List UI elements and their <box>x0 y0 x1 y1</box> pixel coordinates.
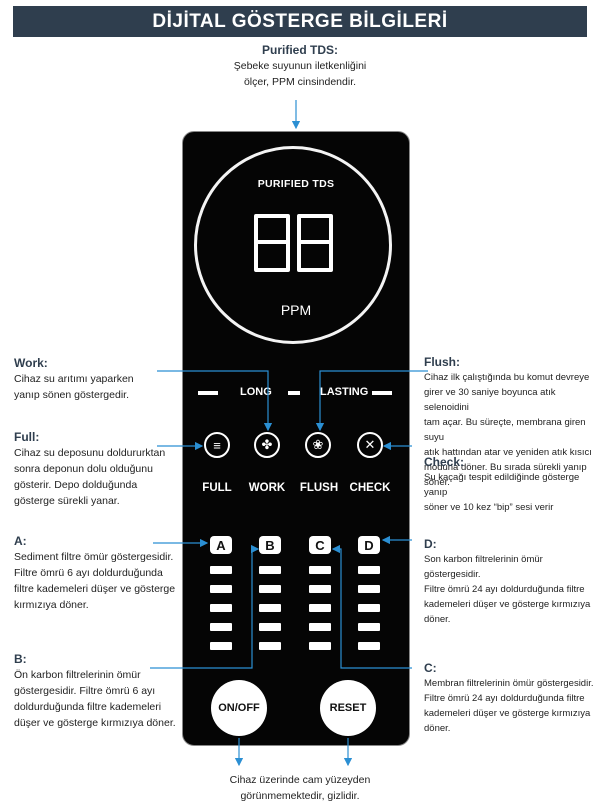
annotation-line: filtre kademeleri düşer ve gösterge <box>14 583 176 595</box>
ppm-unit-label: PPM <box>280 302 312 318</box>
purified-tds-heading: Purified TDS: <box>261 43 338 57</box>
filter-level-segment <box>358 566 380 574</box>
filter-level-segment <box>309 642 331 650</box>
annotation-line: Son karbon filtrelerinin ömür göstergesi… <box>424 554 543 580</box>
filter-d-label: D <box>358 536 380 554</box>
filter-level-segment <box>210 604 232 612</box>
purified-tds-label: PURIFIED TDS <box>257 178 335 190</box>
filter-a-label: A <box>210 536 232 554</box>
d-heading: D: <box>424 537 437 551</box>
long-label: LONG <box>240 386 272 398</box>
annotation-line: Su kaçağı tespit edildiğinde gösterge ya… <box>424 472 580 498</box>
filter-d-annotation: D: Son karbon filtrelerinin ömür gösterg… <box>424 537 600 627</box>
filter-level-segment <box>210 642 232 650</box>
filter-level-segment <box>358 585 380 593</box>
annotation-line: Filtre ömrü 24 ayı doldurduğunda filtre <box>424 693 585 704</box>
check-label: CHECK <box>349 482 391 494</box>
filter-level-segment <box>259 585 281 593</box>
filter-level-segment <box>309 585 331 593</box>
full-label: FULL <box>202 482 232 494</box>
b-heading: B: <box>14 652 27 666</box>
annotation-line: atık hattından atar ve yeniden atık kısı… <box>424 447 592 458</box>
filter-level-segment <box>259 604 281 612</box>
annotation-line: moduna döner. Bu sırada sürekli yanıp sö… <box>424 462 587 488</box>
bottom-annotation: Cihaz üzerinde cam yüzeyden görünmemekte… <box>180 772 420 804</box>
annotation-line: kademeleri düşer ve gösterge kırmızıya d… <box>424 708 591 734</box>
annotation-line: doldurduğunda filtre kademeleri <box>14 701 162 713</box>
work-fan-icon: ✤ <box>254 432 280 458</box>
filter-level-segment <box>309 623 331 631</box>
filter-c-label: C <box>309 536 331 554</box>
filter-level-segment <box>309 566 331 574</box>
flush-annotation: Flush: Cihaz ilk çalıştığında bu komut d… <box>424 355 600 490</box>
check-heading: Check: <box>424 455 465 469</box>
check-wrench-icon: ✕ <box>357 432 383 458</box>
on-off-button[interactable]: ON/OFF <box>211 680 267 736</box>
annotation-line: söner ve 10 kez “bip” sesi verir <box>424 502 554 513</box>
flush-icon: ❀ <box>305 432 331 458</box>
filter-c-annotation: C: Membran filtrelerinin ömür göstergesi… <box>424 661 600 736</box>
annotation-line: gösterir. Depo dolduğunda <box>14 479 138 491</box>
annotation-line: Cihaz su deposunu doldururktan <box>14 447 166 459</box>
filter-level-segment <box>259 623 281 631</box>
annotation-line: Şebeke suyunun iletkenliğini <box>233 60 367 72</box>
annotation-line: Cihaz su arıtımı yaparken <box>14 373 134 385</box>
annotation-line: Sediment filtre ömür göstergesidir. <box>14 551 174 563</box>
annotation-line: Cihaz ilk çalıştığında bu komut devreye <box>424 372 590 383</box>
check-annotation: Check: Su kaçağı tespit edildiğinde göst… <box>424 455 600 515</box>
filter-a-annotation: A: Sediment filtre ömür göstergesidir. F… <box>14 533 184 613</box>
annotation-line: düşer ve gösterge kırmızıya döner. <box>14 717 176 729</box>
filter-level-segment <box>358 604 380 612</box>
lasting-label: LASTING <box>320 386 369 398</box>
filter-level-segment <box>210 623 232 631</box>
annotation-line: Ön karbon filtrelerinin ömür <box>14 669 141 681</box>
annotation-line: Filtre ömrü 24 ayı doldurduğunda filtre <box>424 584 585 595</box>
filter-level-segment <box>210 566 232 574</box>
a-heading: A: <box>14 534 27 548</box>
c-heading: C: <box>424 661 437 675</box>
filter-level-segment <box>358 642 380 650</box>
annotation-line: kırmızıya döner. <box>14 599 89 611</box>
work-label: WORK <box>248 482 286 494</box>
annotation-line: göstergesidir. Filtre ömrü 6 ayı <box>14 685 156 697</box>
filter-level-segment <box>259 642 281 650</box>
annotation-line: tam açar. Bu süreçte, membrana giren suy… <box>424 417 586 443</box>
annotation-line: ölçer, PPM cinsindendir. <box>243 76 357 88</box>
flush-heading: Flush: <box>424 355 460 369</box>
reset-button[interactable]: RESET <box>320 680 376 736</box>
filter-b-annotation: B: Ön karbon filtrelerinin ömür gösterge… <box>14 651 184 731</box>
full-annotation: Full: Cihaz su deposunu doldururktan son… <box>14 429 174 509</box>
annotation-line: Filtre ömrü 6 ayı doldurduğunda <box>14 567 163 579</box>
annotation-line: yanıp sönen göstergedir. <box>14 389 129 401</box>
flush-label: FLUSH <box>299 482 339 494</box>
annotation-line: girer ve 30 saniye boyunca atık selenoid… <box>424 387 556 413</box>
annotation-line: sonra deponun dolu olduğunu <box>14 463 153 475</box>
annotation-line: Membran filtrelerinin ömür göstergesidir… <box>424 678 594 689</box>
annotation-line: gösterge sürekli yanar. <box>14 495 120 507</box>
indicator-bar <box>372 391 392 395</box>
filter-level-segment <box>309 604 331 612</box>
work-annotation: Work: Cihaz su arıtımı yaparken yanıp sö… <box>14 355 164 403</box>
work-heading: Work: <box>14 356 48 370</box>
tds-display-ring <box>194 146 392 344</box>
page-title: DİJİTAL GÖSTERGE BİLGİLERİ <box>13 6 587 37</box>
indicator-bar <box>288 391 300 395</box>
indicator-bar <box>198 391 218 395</box>
filter-level-segment <box>358 623 380 631</box>
annotation-line: görünmemektedir, gizlidir. <box>240 790 360 802</box>
filter-b-label: B <box>259 536 281 554</box>
filter-level-segment <box>210 585 232 593</box>
annotation-line: Cihaz üzerinde cam yüzeyden <box>229 774 371 786</box>
purified-tds-annotation: Purified TDS: Şebeke suyunun iletkenliği… <box>200 42 400 90</box>
full-heading: Full: <box>14 430 40 444</box>
filter-level-segment <box>259 566 281 574</box>
annotation-line: kademeleri düşer ve gösterge kırmızıya d… <box>424 599 591 625</box>
full-tank-icon: ≡ <box>204 432 230 458</box>
